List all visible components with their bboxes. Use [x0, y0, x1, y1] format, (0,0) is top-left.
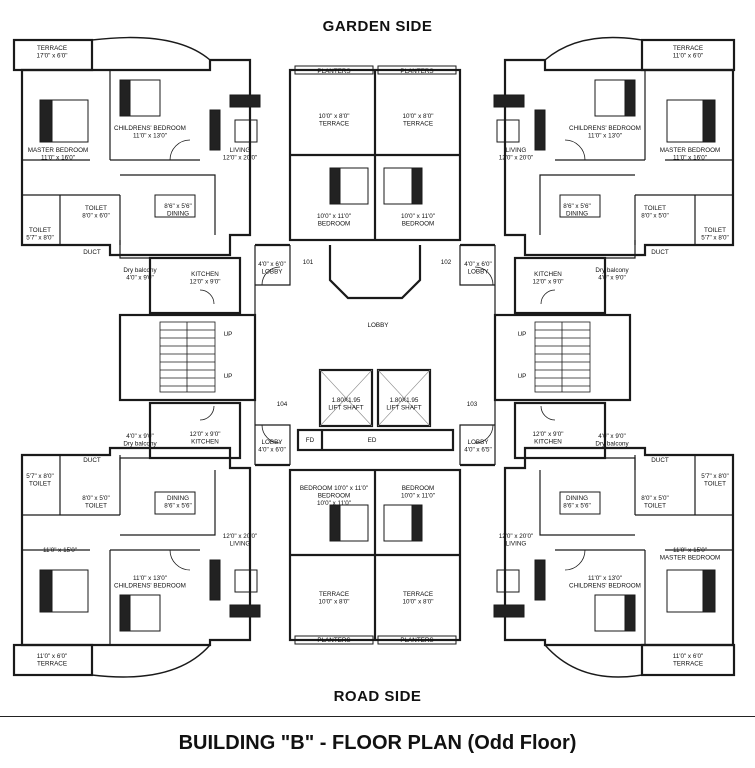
furniture-beds	[39, 79, 716, 632]
room-label-lobby-tl: 4'0" x 6'0"LOBBY	[258, 261, 286, 276]
outer-walls	[12, 38, 736, 677]
plan-title: BUILDING "B" - FLOOR PLAN (Odd Floor)	[178, 732, 577, 754]
room-label-dining-tr: 8'6" x 5'6"DINING	[563, 203, 591, 218]
room-label-flat101: 101	[303, 259, 314, 266]
room-label-duct-tl: DUCT	[83, 249, 101, 256]
room-label-flat103: 103	[467, 401, 478, 408]
staircase-right	[534, 321, 591, 393]
door-swings	[169, 139, 586, 571]
room-label-flat104: 104	[277, 401, 288, 408]
room-label-child-br: 11'0" x 13'0"CHILDRENS' BEDROOM	[569, 575, 641, 590]
room-label-fd: FD	[306, 437, 315, 444]
room-label-kitchen-bl: 12'0" x 9'0"KITCHEN	[189, 431, 220, 446]
garden-side-label: GARDEN SIDE	[322, 18, 433, 35]
lift-crosses	[319, 369, 431, 427]
room-label-master-bl: 11'0" x 15'0"	[43, 547, 77, 554]
room-label-planter-tr: PLANTERS	[400, 68, 433, 75]
planter-strips	[294, 65, 457, 645]
room-label-bed-mid-tr: 10'0" x 11'0"BEDROOM	[401, 213, 435, 228]
room-label-toilet-bl-a: 5'7" x 8'0"TOILET	[26, 473, 54, 488]
room-label-living-br: 12'0" x 20'0"LIVING	[499, 533, 534, 548]
room-label-toilet-br-b: 5'7" x 8'0"TOILET	[701, 473, 729, 488]
room-label-planter-bl: PLANTERS	[317, 637, 350, 644]
room-label-toilet-bl-b: 8'0" x 5'0"TOILET	[82, 495, 110, 510]
room-label-up2: UP	[224, 373, 233, 380]
room-label-lobby-center: LOBBY	[368, 322, 390, 329]
inner-walls	[22, 70, 733, 645]
room-label-bed-mid-tl: 10'0" x 11'0"BEDROOM	[317, 213, 351, 228]
room-label-lobby-tr: 4'0" x 6'0"LOBBY	[464, 261, 492, 276]
room-label-master-br: 11'0" x 15'0"MASTER BEDROOM	[660, 547, 721, 562]
room-label-drybal-br: 4'0" x 9'0"Dry balcony	[595, 433, 629, 448]
room-label-up1: UP	[224, 331, 233, 338]
room-label-drybal-bl: 4'0" x 9'0"Dry balcony	[123, 433, 157, 448]
room-label-planter-tl: PLANTERS	[317, 68, 350, 75]
room-label-kitchen-br: 12'0" x 9'0"KITCHEN	[532, 431, 563, 446]
room-label-child-bl: 11'0" x 13'0"CHILDRENS' BEDROOM	[114, 575, 186, 590]
room-label-up4: UP	[518, 373, 527, 380]
furniture-dining-living	[154, 94, 601, 618]
room-label-terrace-mid-tl: 10'0" x 8'0"TERRACE	[318, 113, 349, 128]
room-label-duct-br: DUCT	[651, 457, 669, 464]
room-label-dining-tl: 8'6" x 5'6"DINING	[164, 203, 192, 218]
room-label-planter-br: PLANTERS	[400, 637, 433, 644]
terrace-curves	[91, 36, 643, 678]
room-label-flat102: 102	[441, 259, 452, 266]
room-label-terrace-mid-tr: 10'0" x 8'0"TERRACE	[402, 113, 433, 128]
room-label-terrace-bl: 11'0" x 6'0"TERRACE	[37, 653, 68, 668]
room-label-duct-bl: DUCT	[83, 457, 101, 464]
road-side-label: ROAD SIDE	[333, 688, 422, 705]
room-label-duct-tr: DUCT	[651, 249, 669, 256]
room-label-toilet-br-a: 8'0" x 5'0"TOILET	[641, 495, 669, 510]
staircase-left	[159, 321, 216, 393]
room-label-up3: UP	[518, 331, 527, 338]
title-divider	[0, 716, 755, 717]
room-label-terrace-br: 11'0" x 6'0"TERRACE	[673, 653, 704, 668]
room-label-ed: ED	[368, 437, 377, 444]
room-label-living-bl: 12'0" x 20'0"LIVING	[223, 533, 258, 548]
